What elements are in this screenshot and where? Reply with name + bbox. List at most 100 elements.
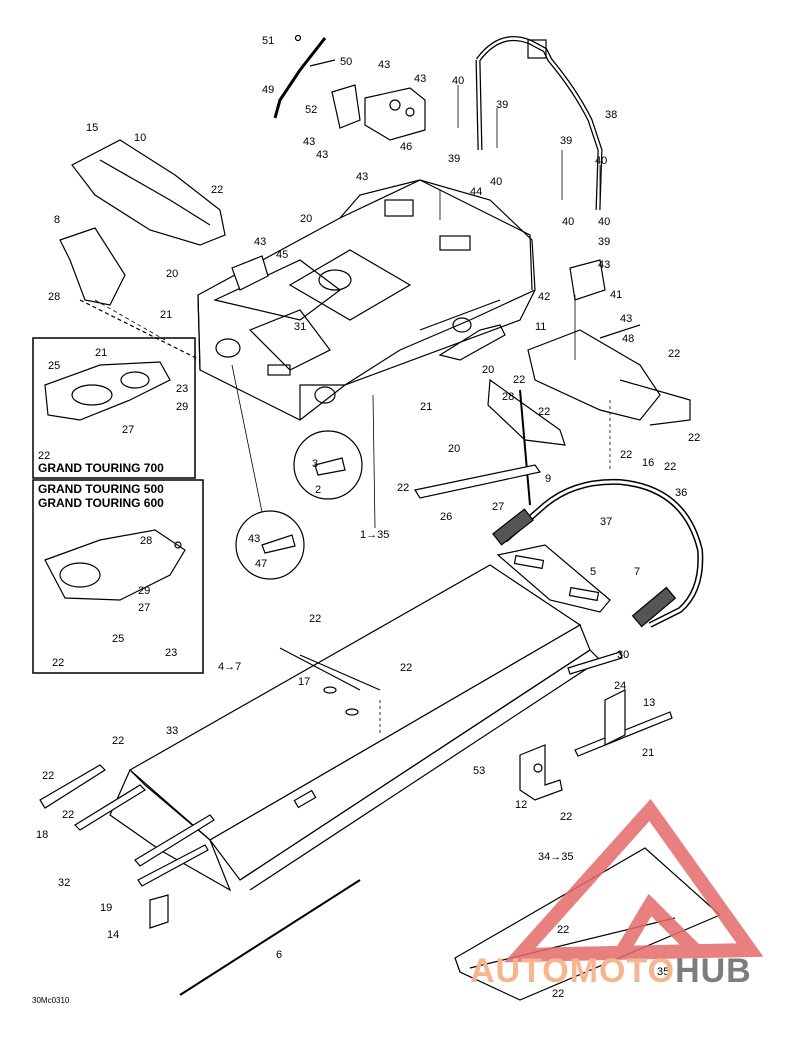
callout-label: 8	[54, 214, 60, 226]
callout-label: 43	[303, 136, 315, 148]
callout-label: 40	[452, 75, 464, 87]
callout-label: 14	[107, 929, 119, 941]
callout-label: 43	[248, 533, 260, 545]
callout-label: 23	[165, 647, 177, 659]
callout-label: 22	[688, 432, 700, 444]
callout-label: 47	[255, 558, 267, 570]
callout-label: 21	[95, 347, 107, 359]
left-bracket	[59, 227, 201, 361]
callout-label: 20	[166, 268, 178, 280]
callout-label: 25	[112, 633, 124, 645]
callout-label: 7	[634, 566, 640, 578]
callout-label: 22	[538, 406, 550, 418]
callout-label: 22	[38, 450, 50, 462]
callout-label: 42	[538, 291, 550, 303]
callout-label: 39	[598, 236, 610, 248]
inset-gt500-600	[32, 479, 204, 674]
callout-label: 16	[642, 457, 654, 469]
callout-label: 43	[378, 59, 390, 71]
right-footrest	[527, 259, 691, 426]
callout-label: 28	[140, 535, 152, 547]
running-boards	[567, 651, 673, 757]
tunnel	[109, 564, 601, 892]
callout-label: 21	[420, 401, 432, 413]
callout-label: 28	[48, 291, 60, 303]
callout-label: 32	[58, 877, 70, 889]
inset-title-gt700: GRAND TOURING 700	[38, 461, 164, 475]
callout-label: 34→35	[538, 851, 573, 863]
callout-label: 18	[36, 829, 48, 841]
callout-label: 41	[610, 289, 622, 301]
callout-label: 33	[166, 725, 178, 737]
inset-gt700	[32, 337, 196, 479]
callout-label: 22	[560, 811, 572, 823]
callout-label: 19	[100, 902, 112, 914]
callout-label: 28	[502, 391, 514, 403]
callout-label: 40	[598, 216, 610, 228]
callout-label: 20	[300, 213, 312, 225]
inset-title-gt500: GRAND TOURING 500	[38, 482, 164, 496]
callout-label: 27	[138, 602, 150, 614]
callout-label: 27	[492, 501, 504, 513]
callout-label: 40	[595, 155, 607, 167]
plate-5	[496, 544, 611, 613]
handle-bar	[475, 36, 603, 211]
callout-label: 43	[254, 236, 266, 248]
callout-label: 39	[448, 153, 460, 165]
callout-label: 39	[560, 135, 572, 147]
callout-label: 30	[617, 649, 629, 661]
bracket-12	[519, 744, 563, 801]
callout-label: 3	[312, 458, 318, 470]
callout-label: 43	[316, 149, 328, 161]
callout-label: 5	[590, 566, 596, 578]
callout-label: 39	[496, 99, 508, 111]
callout-label: 22	[664, 461, 676, 473]
rear-bumper	[492, 478, 704, 628]
bar-26	[414, 464, 542, 499]
watermark-text: AUTOMOTOHUB	[470, 952, 752, 991]
callout-label: 40	[562, 216, 574, 228]
callout-label: 43	[414, 73, 426, 85]
callout-label: 10	[134, 132, 146, 144]
leader-lines	[94, 85, 611, 735]
callout-label: 22	[400, 662, 412, 674]
callout-label: 38	[605, 109, 617, 121]
callout-label: 37	[600, 516, 612, 528]
callout-label: 22	[211, 184, 223, 196]
callout-label: 43	[620, 313, 632, 325]
callout-label: 6	[276, 949, 282, 961]
callout-label: 22	[557, 924, 569, 936]
callout-labels: 51 50 43 43 49 52 43 43 46 43 40 39 38 3…	[36, 35, 700, 1000]
callout-label: 53	[473, 765, 485, 777]
callout-label: 12	[515, 799, 527, 811]
callout-label: 25	[48, 360, 60, 372]
callout-label: 15	[86, 122, 98, 134]
callout-label: 40	[490, 176, 502, 188]
callout-label: 20	[448, 443, 460, 455]
callout-label: 29	[176, 401, 188, 413]
callout-label: 22	[52, 657, 64, 669]
callout-label: 31	[294, 321, 306, 333]
callout-label: 43	[598, 259, 610, 271]
callout-label: 23	[176, 383, 188, 395]
left-rails	[39, 764, 361, 996]
callout-label: 35	[657, 966, 669, 978]
callout-label: 45	[276, 249, 288, 261]
callout-label: 21	[160, 309, 172, 321]
center-bracket	[487, 378, 566, 506]
callout-label: 22	[552, 988, 564, 1000]
callout-label: 24	[614, 680, 626, 692]
callout-label: 50	[340, 56, 352, 68]
bracket-45	[231, 255, 269, 291]
callout-label: 51	[262, 35, 274, 47]
watermark-logo	[504, 798, 764, 963]
callout-label: 27	[122, 424, 134, 436]
callout-label: 13	[643, 697, 655, 709]
callout-label: 49	[262, 84, 274, 96]
chassis-frame	[197, 179, 536, 421]
callout-label: 29	[138, 585, 150, 597]
callout-label: 22	[309, 613, 321, 625]
callout-label: 11	[535, 321, 546, 333]
callout-label: 1→35	[360, 529, 389, 541]
